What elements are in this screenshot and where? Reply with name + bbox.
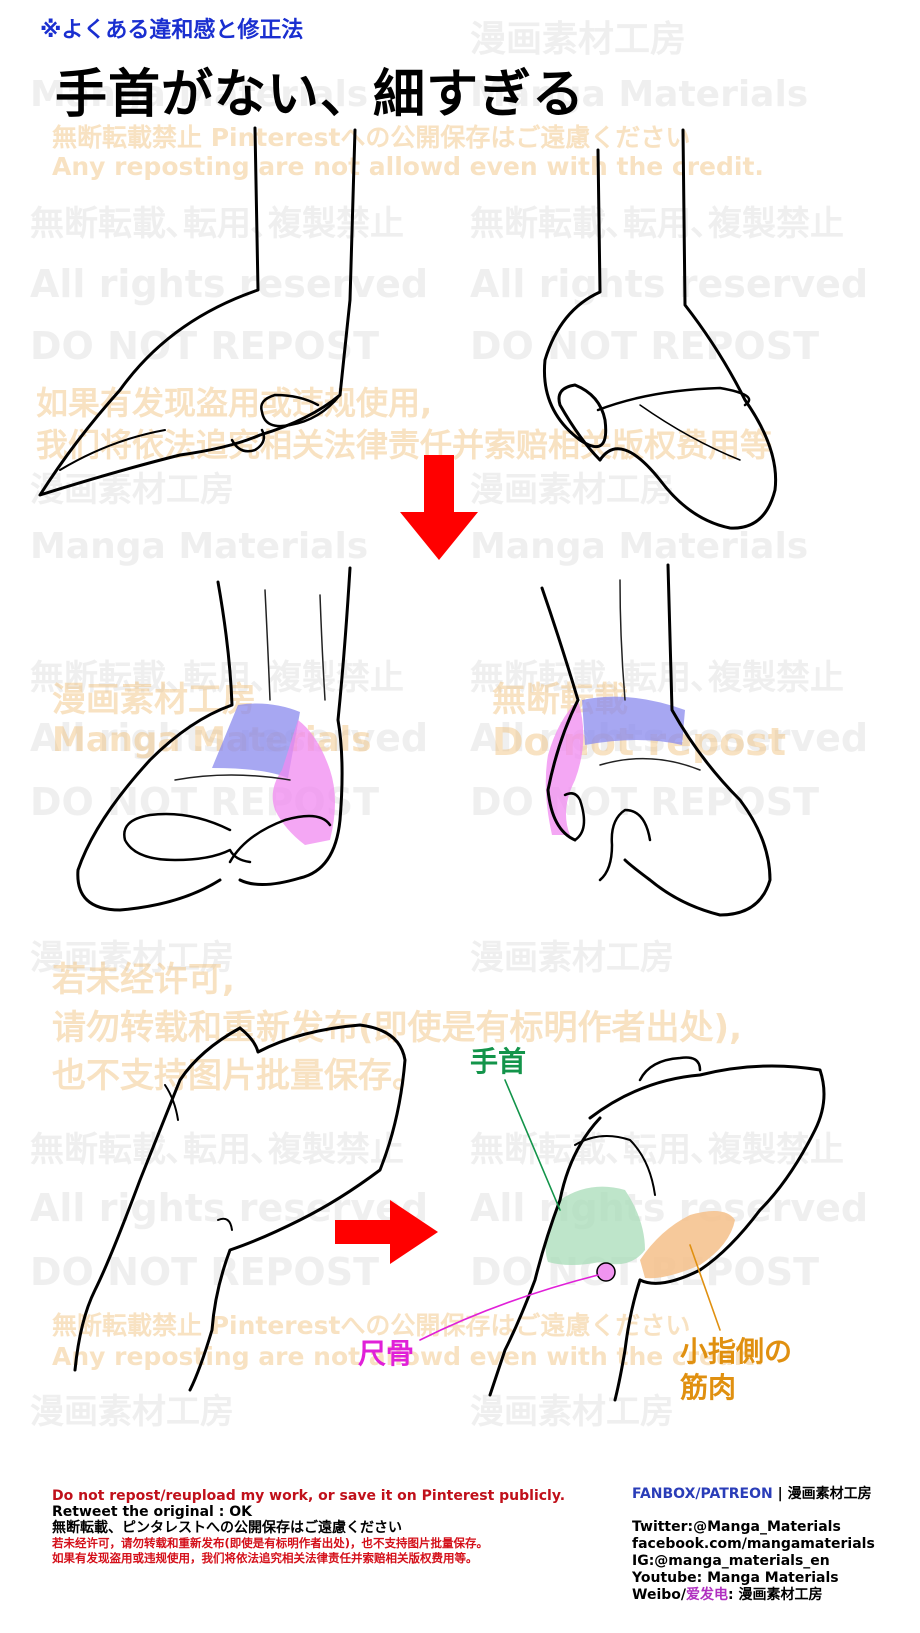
arrow-right-icon xyxy=(335,1200,438,1264)
label-ulna: 尺骨 xyxy=(358,1337,415,1370)
hand-sketch-corrected-side-right xyxy=(419,1056,826,1402)
page-subtitle: ※よくある違和感と修正法 xyxy=(40,18,304,43)
leader-line-muscle xyxy=(689,1244,721,1331)
page-title: 手首がない、細すぎる xyxy=(55,64,586,125)
hand-sketch-thin-right xyxy=(542,128,778,530)
hand-sketch-thin-left xyxy=(38,126,357,497)
notice-retweet: Retweet the original : OK xyxy=(52,1504,252,1520)
twitter-link[interactable]: Twitter:@Manga_Materials xyxy=(632,1519,841,1535)
youtube-link[interactable]: Youtube: Manga Materials xyxy=(632,1570,839,1586)
weibo-prefix: Weibo/ xyxy=(632,1587,686,1603)
label-pinky-muscle-line2: 筋肉 xyxy=(680,1371,737,1404)
footer-notice: Do not repost/reupload my work, or save … xyxy=(52,1488,565,1566)
illustration xyxy=(38,126,826,1402)
notice-zh-2: 如果有发现盗用或违规使用，我们将依法追究相关法律责任并索赔相关版权费用等。 xyxy=(52,1551,478,1565)
separator: | xyxy=(777,1486,783,1502)
instagram-link[interactable]: IG:@manga_materials_en xyxy=(632,1553,830,1569)
fanbox-line: FANBOX/PATREON | 漫画素材工房 xyxy=(632,1486,875,1503)
label-wrist: 手首 xyxy=(470,1045,527,1078)
weibo-line[interactable]: Weibo/爱发电: 漫画素材工房 xyxy=(632,1587,875,1604)
footer-links: FANBOX/PATREON | 漫画素材工房 Twitter:@Manga_M… xyxy=(632,1486,875,1604)
footer: Do not repost/reupload my work, or save … xyxy=(0,1480,920,1633)
leader-line-wrist xyxy=(504,1079,561,1211)
notice-en: Do not repost/reupload my work, or save … xyxy=(52,1488,566,1504)
hand-sketch-thin-side-left xyxy=(73,1023,407,1392)
weibo-suffix: : 漫画素材工房 xyxy=(728,1587,823,1603)
aihatsu-text: 爱发电 xyxy=(686,1587,728,1603)
studio-name: 漫画素材工房 xyxy=(787,1486,872,1502)
notice-jp: 無断転載、ピンタレストへの公開保存はご遠慮ください xyxy=(52,1520,402,1536)
notice-zh-1: 若未经许可，请勿转载和重新发布(即使是有标明作者出处)，也不支持图片批量保存。 xyxy=(52,1536,489,1550)
hand-sketch-corrected-left xyxy=(76,566,352,912)
label-pinky-muscle-line1: 小指側の xyxy=(680,1335,793,1368)
fanbox-link[interactable]: FANBOX/PATREON xyxy=(632,1486,773,1502)
leader-line-ulna xyxy=(419,1274,599,1341)
hand-sketch-corrected-right xyxy=(540,563,772,917)
facebook-link[interactable]: facebook.com/mangamaterials xyxy=(632,1536,875,1552)
arrow-down-icon xyxy=(400,455,478,560)
